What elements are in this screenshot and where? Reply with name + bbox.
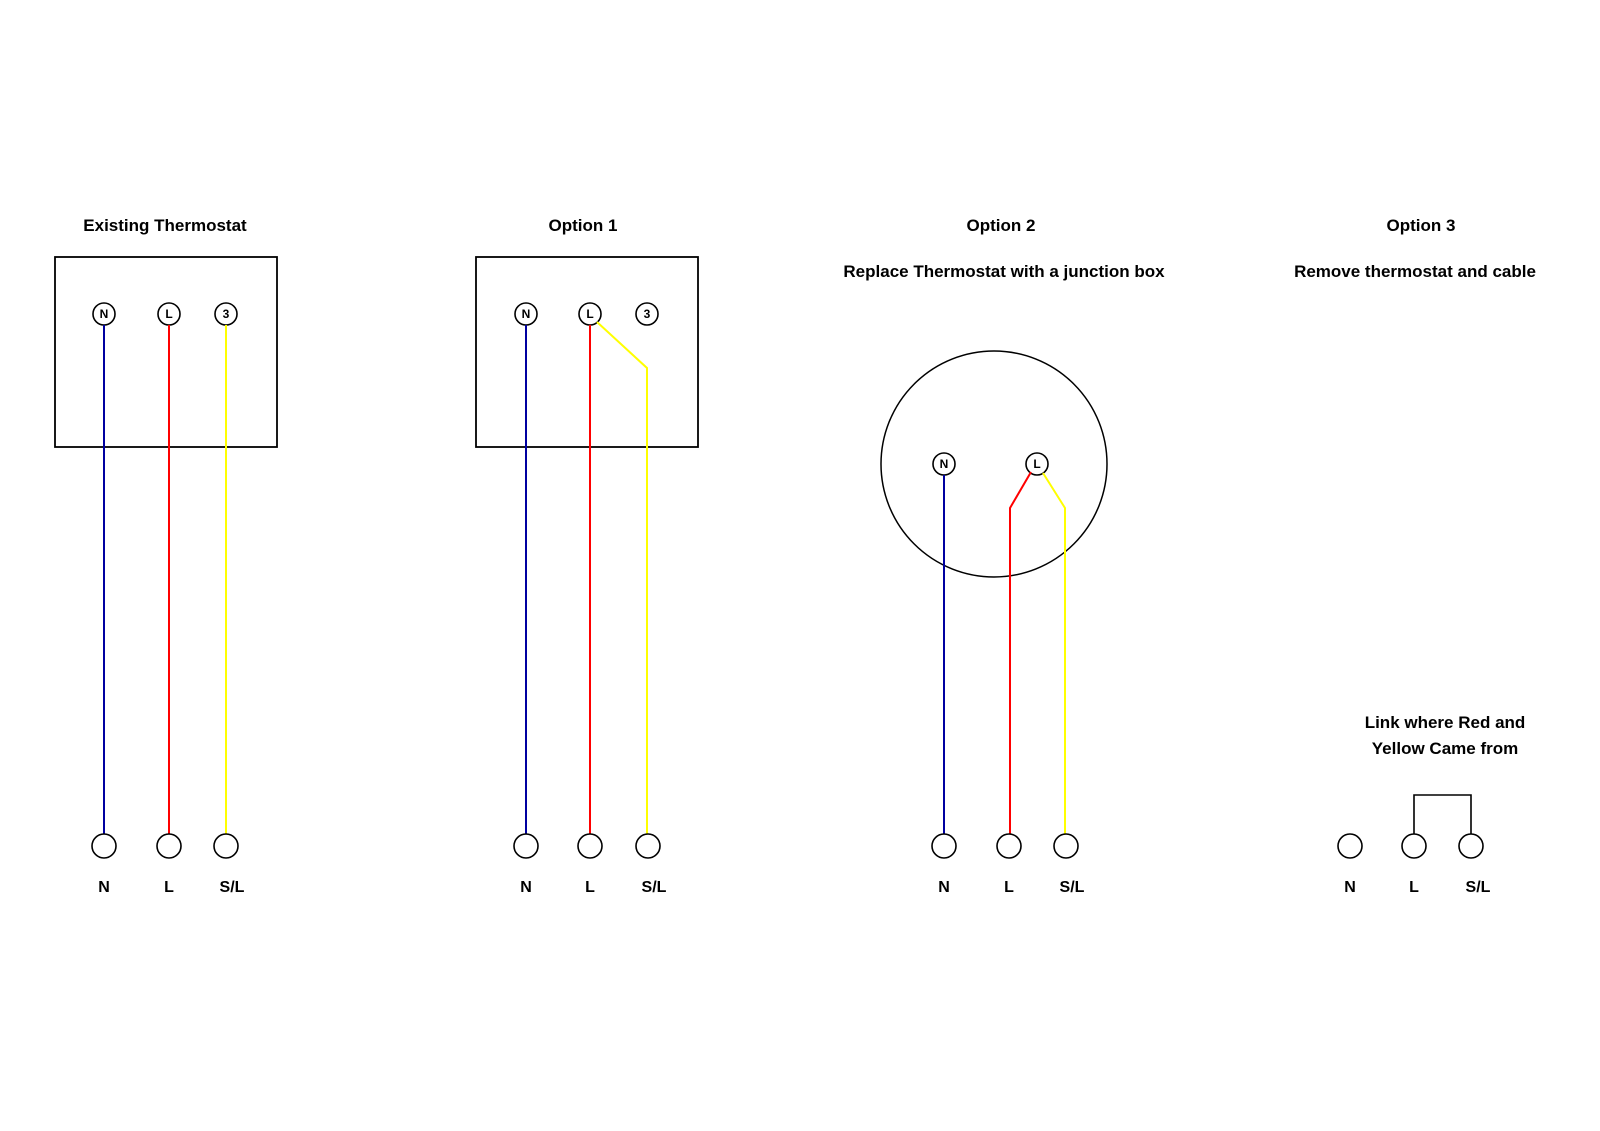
terminal-n-label: N (522, 307, 531, 321)
terminal-l-label: L (165, 307, 172, 321)
panel-subtitle: Remove thermostat and cable (1294, 262, 1536, 281)
cable-label-l: L (1004, 879, 1014, 896)
terminal-n-label: N (940, 457, 949, 471)
cable-end-n (513, 833, 539, 859)
cable-end-n (91, 833, 117, 859)
cable-label-sl: S/L (642, 879, 667, 896)
panel-option-1: Option 1 N L 3 N L S/L (475, 216, 699, 896)
terminal-l-label: L (1033, 457, 1040, 471)
cable-end-n (1337, 833, 1363, 859)
wire-live-red (1009, 471, 1032, 834)
cable-end-l (996, 833, 1022, 859)
cable-end-sl (635, 833, 661, 859)
cable-end-n (931, 833, 957, 859)
cable-label-sl: S/L (220, 879, 245, 896)
panel-title: Option 3 (1387, 216, 1456, 235)
cable-label-sl: S/L (1060, 879, 1085, 896)
cable-label-l: L (164, 879, 174, 896)
cable-end-sl (1458, 833, 1484, 859)
cable-end-sl (1053, 833, 1079, 859)
panel-title: Existing Thermostat (83, 216, 247, 235)
terminal-l (1025, 452, 1049, 476)
thermostat-box (54, 256, 278, 448)
wire-switched-live-yellow (1042, 472, 1066, 834)
panel-subtitle: Replace Thermostat with a junction box (843, 262, 1165, 281)
terminal-3-label: 3 (223, 307, 230, 321)
junction-box-circle (880, 350, 1108, 578)
terminal-3 (635, 302, 659, 326)
cable-label-n: N (1344, 879, 1356, 896)
link-annotation-line1: Link where Red and (1365, 713, 1526, 732)
cable-label-n: N (520, 879, 532, 896)
cable-label-n: N (98, 879, 110, 896)
cable-label-l: L (585, 879, 595, 896)
panel-title: Option 1 (549, 216, 618, 235)
cable-label-n: N (938, 879, 950, 896)
thermostat-box (475, 256, 699, 448)
panel-option-3: Option 3 Remove thermostat and cable Lin… (1294, 216, 1536, 896)
terminal-l-label: L (586, 307, 593, 321)
cable-end-l (577, 833, 603, 859)
terminal-n-label: N (100, 307, 109, 321)
wire-live-to-switched-yellow (596, 321, 648, 834)
cable-label-sl: S/L (1466, 879, 1491, 896)
cable-end-sl (213, 833, 239, 859)
panel-existing-thermostat: Existing Thermostat N L 3 N L S/L (54, 216, 278, 896)
cable-end-l (156, 833, 182, 859)
link-annotation-line2: Yellow Came from (1372, 739, 1518, 758)
cable-end-l (1401, 833, 1427, 859)
panel-option-2: Option 2 Replace Thermostat with a junct… (843, 216, 1165, 896)
terminal-3-label: 3 (644, 307, 651, 321)
cable-label-l: L (1409, 879, 1419, 896)
panel-title: Option 2 (967, 216, 1036, 235)
link-wire-l-to-sl (1413, 794, 1472, 834)
